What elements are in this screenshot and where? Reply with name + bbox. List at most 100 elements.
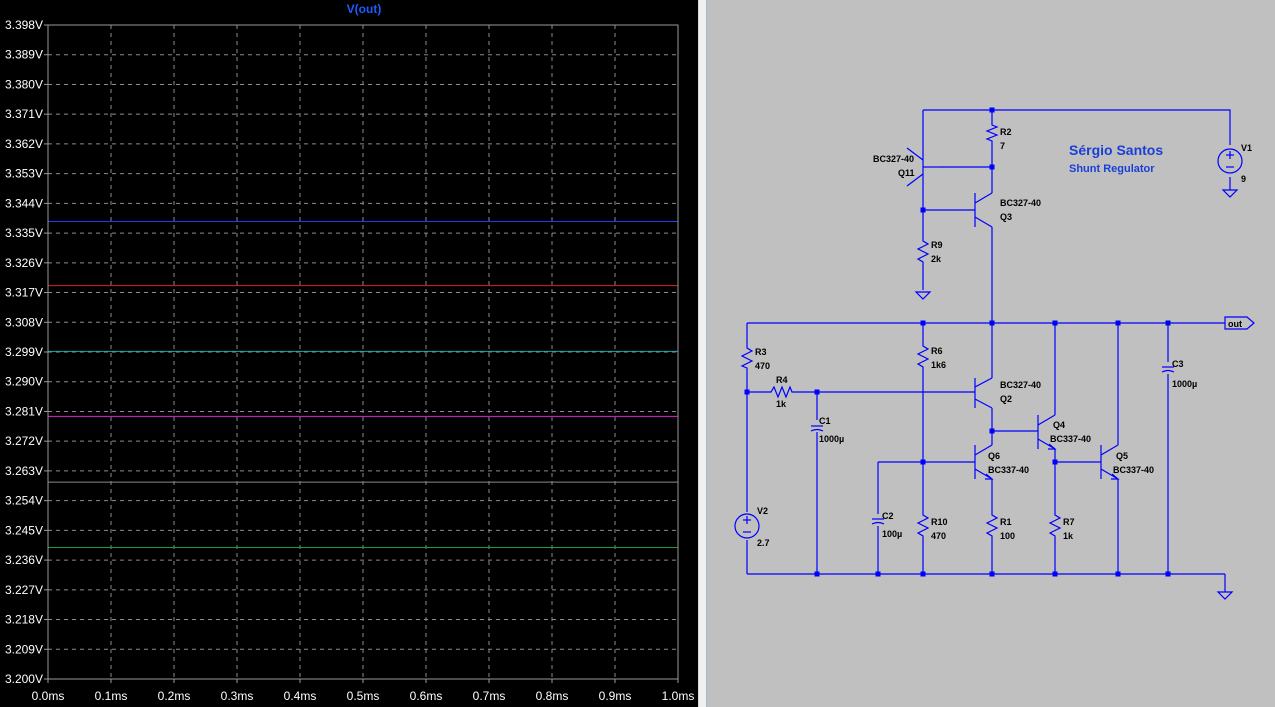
r3-name: R3 — [755, 347, 767, 357]
r6-value: 1k6 — [931, 360, 946, 370]
v1-name: V1 — [1241, 143, 1252, 153]
y-tick-label: 3.389V — [5, 48, 43, 62]
ground-icon — [1216, 591, 1234, 600]
capacitor-c2-symbol[interactable] — [871, 518, 885, 525]
x-tick-label: 1.0ms — [662, 689, 695, 703]
net-label-out[interactable]: out — [1224, 316, 1255, 330]
q2-model: BC327-40 — [1000, 380, 1041, 390]
x-tick-label: 0.3ms — [221, 689, 254, 703]
q5-name: Q5 — [1116, 451, 1128, 461]
schematic-editor[interactable]: out Sérgio Santos Shunt Regulator BC327-… — [707, 0, 1275, 707]
r10-name: R10 — [931, 517, 948, 527]
r4-name: R4 — [776, 375, 788, 385]
y-tick-label: 3.245V — [5, 523, 43, 537]
r2-value: 7 — [1000, 141, 1005, 151]
y-tick-label: 3.236V — [5, 553, 43, 567]
wires — [746, 109, 1231, 592]
svg-text:out: out — [1228, 319, 1242, 329]
resistor-r9-symbol[interactable] — [916, 238, 930, 266]
resistor-r3-symbol[interactable] — [740, 345, 754, 371]
capacitor-c1-symbol[interactable] — [810, 422, 824, 432]
v2-value: 2.7 — [757, 538, 770, 548]
q4-name: Q4 — [1053, 420, 1065, 430]
voltage-source-v2-symbol[interactable] — [734, 513, 760, 539]
y-tick-label: 3.335V — [5, 226, 43, 240]
q11-name: Q11 — [898, 168, 915, 178]
transistor-q11-symbol[interactable] — [906, 147, 939, 187]
r1-value: 100 — [1000, 531, 1015, 541]
q6-model: BC337-40 — [988, 465, 1029, 475]
q5-model: BC337-40 — [1113, 465, 1154, 475]
y-tick-label: 3.227V — [5, 583, 43, 597]
c1-value: 1000µ — [819, 434, 844, 444]
x-tick-label: 0.8ms — [536, 689, 569, 703]
ground-icon — [914, 291, 932, 300]
x-tick-label: 0.1ms — [95, 689, 128, 703]
r7-value: 1k — [1063, 531, 1074, 541]
c2-value: 100µ — [882, 529, 902, 539]
resistor-r4-symbol[interactable] — [767, 385, 795, 399]
r2-name: R2 — [1000, 127, 1012, 137]
voltage-source-v1-symbol[interactable] — [1217, 148, 1243, 174]
y-tick-label: 3.290V — [5, 375, 43, 389]
y-tick-label: 3.308V — [5, 315, 43, 329]
y-tick-label: 3.380V — [5, 77, 43, 91]
x-tick-label: 0.0ms — [32, 689, 65, 703]
y-tick-label: 3.299V — [5, 345, 43, 359]
y-tick-label: 3.209V — [5, 642, 43, 656]
schematic-canvas[interactable]: out Sérgio Santos Shunt Regulator BC327-… — [707, 0, 1275, 707]
resistor-r10-symbol[interactable] — [916, 512, 930, 540]
capacitor-c3-symbol[interactable] — [1161, 366, 1175, 373]
y-tick-label: 3.200V — [5, 672, 43, 686]
transistor-q5-symbol[interactable] — [1100, 444, 1120, 480]
c1-name: C1 — [819, 416, 831, 426]
transistor-q6-symbol[interactable] — [974, 444, 994, 480]
y-tick-label: 3.317V — [5, 286, 43, 300]
y-tick-label: 3.344V — [5, 196, 43, 210]
y-tick-label: 3.263V — [5, 464, 43, 478]
r3-value: 470 — [755, 361, 770, 371]
r4-value: 1k — [776, 399, 787, 409]
transistor-q3-symbol[interactable] — [974, 192, 993, 228]
x-tick-label: 0.9ms — [599, 689, 632, 703]
c3-value: 1000µ — [1172, 379, 1197, 389]
transistor-q4-symbol[interactable] — [1037, 414, 1057, 450]
resistor-r6-symbol[interactable] — [916, 343, 930, 371]
y-axis-ticks: 3.398V3.389V3.380V3.371V3.362V3.353V3.34… — [5, 18, 48, 686]
y-tick-label: 3.326V — [5, 256, 43, 270]
q6-name: Q6 — [988, 451, 1000, 461]
resistor-r1-symbol[interactable] — [985, 512, 999, 540]
resistor-r2-symbol[interactable] — [985, 122, 999, 145]
y-tick-label: 3.398V — [5, 18, 43, 32]
r1-name: R1 — [1000, 517, 1012, 527]
ground-icon — [1221, 189, 1239, 198]
y-tick-label: 3.272V — [5, 434, 43, 448]
trace-title[interactable]: V(out) — [347, 2, 382, 16]
r9-value: 2k — [931, 254, 942, 264]
author-label: Sérgio Santos — [1069, 142, 1163, 158]
waveform-viewer[interactable]: V(out) 3.398V 3.389V 3.380V 3.371V 3.362V 3.3… — [0, 0, 698, 707]
q11-model: BC327-40 — [873, 154, 914, 164]
y-tick-label: 3.254V — [5, 494, 43, 508]
pane-splitter[interactable] — [698, 0, 707, 707]
r6-name: R6 — [931, 346, 943, 356]
x-tick-label: 0.6ms — [410, 689, 443, 703]
q3-name: Q3 — [1000, 212, 1012, 222]
c2-name: C2 — [882, 511, 894, 521]
junction-dots — [744, 107, 1171, 577]
c3-name: C3 — [1172, 359, 1184, 369]
x-tick-label: 0.7ms — [473, 689, 506, 703]
x-tick-label: 0.4ms — [284, 689, 317, 703]
plot-grid — [48, 25, 678, 679]
subtitle-label: Shunt Regulator — [1069, 163, 1155, 175]
resistor-r7-symbol[interactable] — [1048, 512, 1062, 540]
r9-name: R9 — [931, 240, 943, 250]
x-tick-label: 0.5ms — [347, 689, 380, 703]
q2-name: Q2 — [1000, 394, 1012, 404]
y-tick-label: 3.362V — [5, 137, 43, 151]
waveform-plot[interactable]: V(out) 3.398V 3.389V 3.380V 3.371V 3.362V 3.3… — [0, 0, 698, 707]
v1-value: 9 — [1241, 174, 1246, 184]
transistor-q2-symbol[interactable] — [974, 377, 993, 409]
y-tick-label: 3.371V — [5, 107, 43, 121]
